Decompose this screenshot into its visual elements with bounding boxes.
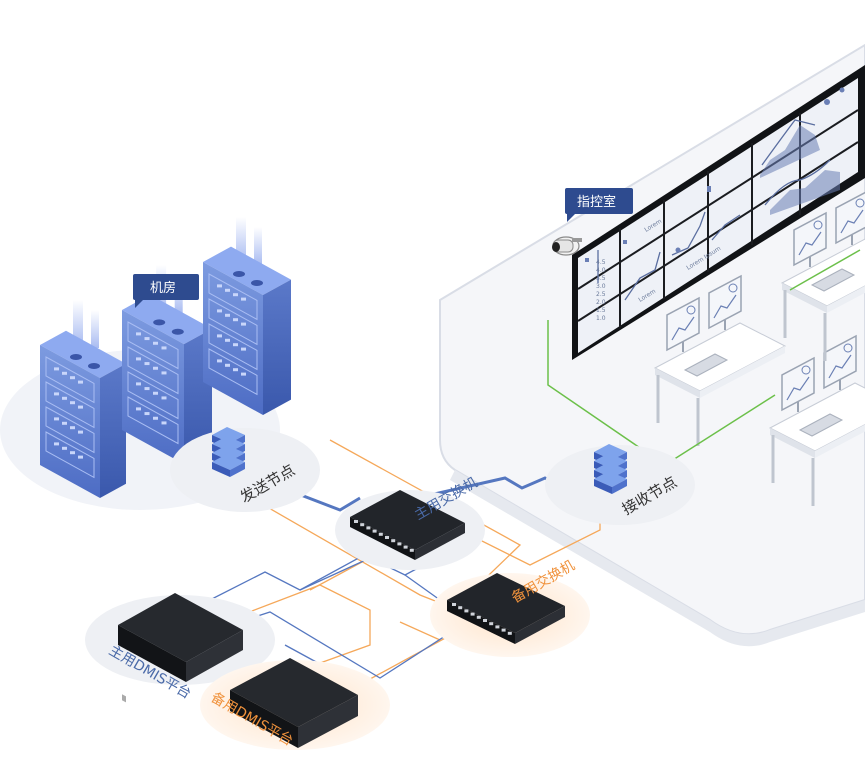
wall-tick-2: 3.5 (596, 275, 606, 282)
backup-dmis-platform: 备用DMIS平台 (200, 658, 390, 750)
backup-switch: 备用交换机 (430, 557, 590, 657)
send-node-icon (212, 427, 245, 477)
video-wall: 4.5 4.0 3.5 3.0 2.5 2.0 1.5 1.0 Lorem Lo… (572, 65, 865, 360)
workstation-3 (780, 191, 865, 361)
wall-tick-6: 1.5 (596, 307, 606, 314)
wall-tick-3: 3.0 (596, 283, 606, 290)
receive-node-icon (594, 444, 627, 494)
control-room-tag: 指控室 (565, 188, 633, 222)
workstation-1 (653, 274, 787, 446)
wall-tick-1: 4.0 (596, 267, 606, 274)
wall-tick-5: 2.0 (596, 299, 606, 306)
workstations (653, 191, 865, 506)
wall-tick-4: 2.5 (596, 291, 606, 298)
send-node: 发送节点 (170, 427, 320, 512)
server-room-tag: 机房 (133, 274, 199, 308)
control-room-label: 指控室 (577, 194, 616, 210)
server-room-label: 机房 (150, 280, 176, 296)
main-switch: 主用交换机 (335, 474, 485, 570)
main-dmis-platform: 主用DMIS平台 (85, 593, 275, 703)
wall-tick-0: 4.5 (596, 259, 606, 266)
server-rack-1 (40, 300, 126, 498)
server-rack-3 (203, 217, 291, 415)
workstation-2 (768, 334, 865, 506)
camera-icon (552, 236, 582, 256)
receive-node: 接收节点 (545, 444, 695, 525)
wall-tick-7: 1.0 (596, 315, 606, 322)
